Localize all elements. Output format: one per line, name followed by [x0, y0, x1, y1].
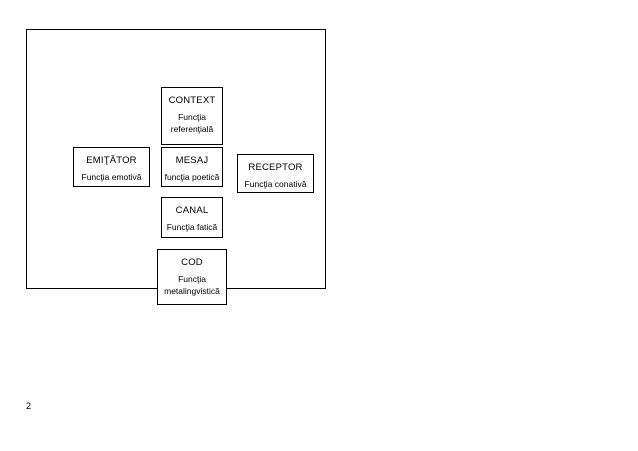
node-function-label: Funcţia emotivă: [81, 172, 142, 182]
node-title: RECEPTOR: [248, 162, 303, 173]
diagram-node-receptor: RECEPTOR Funcţia conativă: [237, 154, 314, 193]
diagram-node-cod: COD Funcţia metalingvistică: [157, 249, 227, 305]
node-title: CONTEXT: [168, 95, 216, 106]
diagram-node-mesaj: MESAJ funcţia poetică: [161, 147, 223, 187]
node-function-label: Funcţia metalingvistică: [164, 274, 220, 296]
diagram-node-context: CONTEXT Funcţia referenţială: [161, 87, 223, 145]
diagram-node-emitator: EMIŢĂTOR Funcţia emotivă: [73, 147, 150, 187]
node-title: MESAJ: [175, 155, 209, 166]
node-title: CANAL: [175, 205, 209, 216]
node-title: COD: [181, 257, 203, 268]
node-function-label: funcţia poetică: [164, 172, 220, 182]
diagram-outer-frame: CONTEXT Funcţia referenţială EMIŢĂTOR Fu…: [26, 29, 326, 305]
page-number: 2: [26, 401, 32, 411]
node-title: EMIŢĂTOR: [86, 155, 137, 166]
diagram-node-canal: CANAL Funcţia fatică: [161, 197, 223, 238]
node-function-label: Funcţia referenţială: [170, 112, 214, 134]
node-function-label: Funcţia conativă: [244, 179, 307, 189]
node-function-label: Funcţia fatică: [166, 222, 218, 232]
